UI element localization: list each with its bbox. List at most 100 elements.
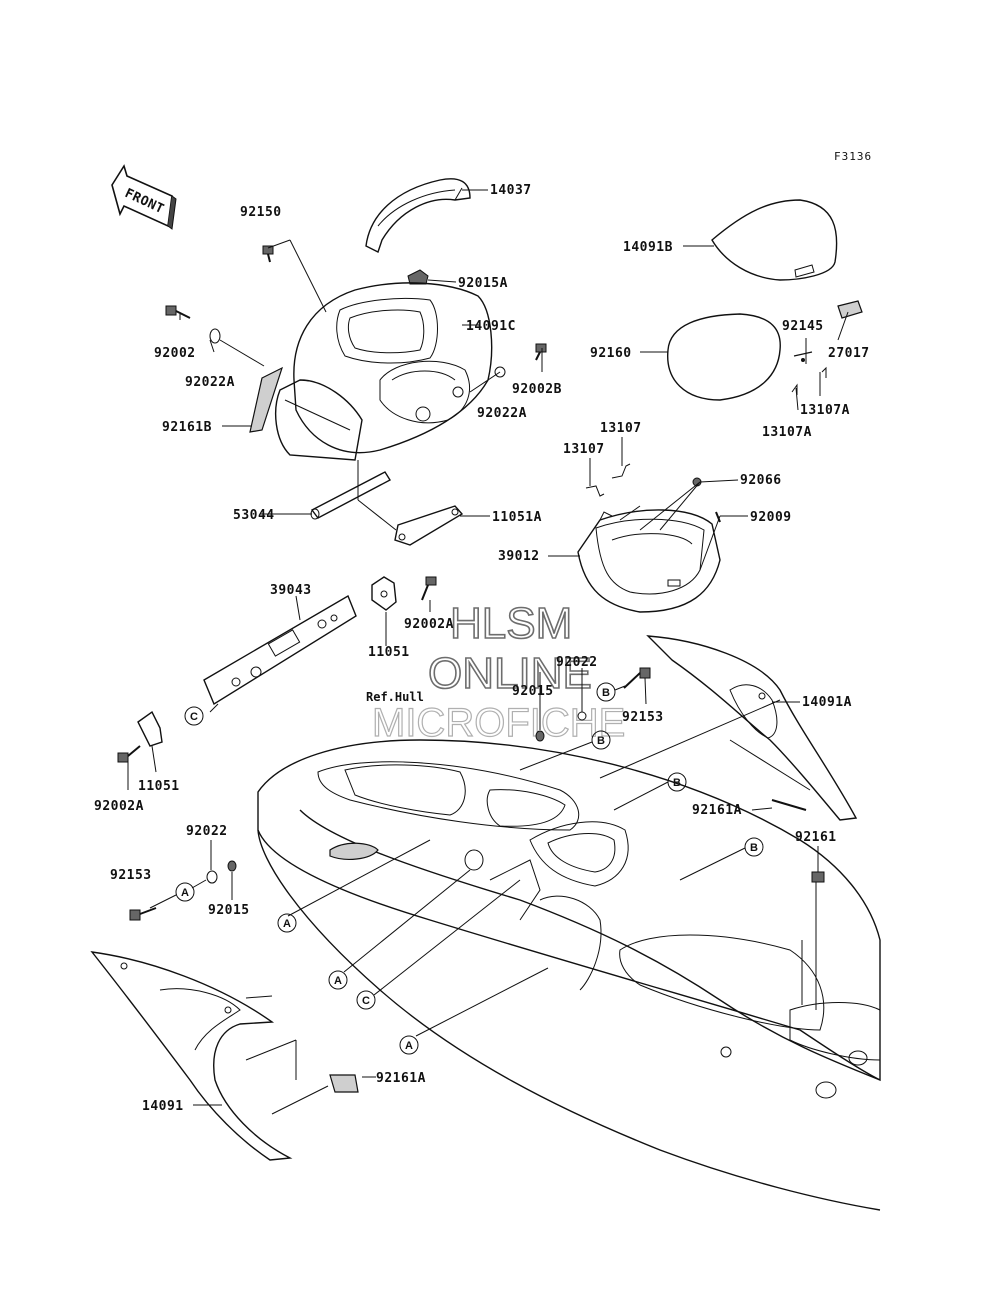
part-label-92161A-1: 92161A — [692, 803, 742, 818]
part-label-13107A-1: 13107A — [800, 403, 850, 418]
callout-circle-c2: C — [356, 990, 376, 1010]
reference-label: Ref.Hull — [366, 690, 424, 704]
svg-text:A: A — [405, 1040, 413, 1052]
part-92015-drawing-1 — [535, 730, 545, 742]
part-label-92161: 92161 — [795, 830, 837, 845]
part-label-14037: 14037 — [490, 183, 532, 198]
callout-circle-b1: B — [596, 682, 616, 702]
watermark: HLSM ONLINE MICROFICHE — [371, 598, 626, 745]
callout-circle-a3: A — [399, 1035, 419, 1055]
watermark-line1: HLSM — [450, 599, 572, 648]
part-92022A-drawing-2 — [494, 366, 506, 378]
part-92153-drawing-1 — [623, 667, 651, 689]
part-label-11051A: 11051A — [492, 510, 542, 525]
part-label-92161B: 92161B — [162, 420, 212, 435]
part-label-13107A-2: 13107A — [762, 425, 812, 440]
part-label-92150: 92150 — [240, 205, 282, 220]
part-27017-drawing — [837, 300, 863, 319]
part-label-92002: 92002 — [154, 346, 196, 361]
part-11051-drawing-1 — [371, 576, 397, 611]
part-92145-drawing — [793, 351, 813, 362]
part-92161A-drawing-1 — [771, 799, 807, 811]
part-label-92022-2: 92022 — [186, 824, 228, 839]
part-label-14091: 14091 — [142, 1099, 184, 1114]
part-label-14091B: 14091B — [623, 240, 673, 255]
part-label-13107-2: 13107 — [563, 442, 605, 457]
part-92015-drawing-2 — [227, 860, 237, 872]
part-39012-drawing — [577, 477, 721, 613]
part-label-92002B: 92002B — [512, 382, 562, 397]
diagram-code: F3136 — [834, 150, 872, 163]
part-labels: 14037 92150 92015A 14091B 92002 14091C 9… — [94, 183, 870, 1114]
part-label-92022A-1: 92022A — [185, 375, 235, 390]
part-label-92015-1: 92015 — [512, 684, 554, 699]
hull-drawing — [257, 739, 881, 1211]
part-14091C-drawing — [275, 282, 493, 461]
part-92002A-drawing-1 — [421, 576, 437, 601]
part-92161A-drawing-2 — [329, 1074, 359, 1093]
callout-circle-b3: B — [667, 772, 687, 792]
part-92002A-drawing-2 — [117, 745, 141, 763]
part-label-27017: 27017 — [828, 346, 870, 361]
part-label-11051-2: 11051 — [138, 779, 180, 794]
part-label-92015-2: 92015 — [208, 903, 250, 918]
svg-text:B: B — [602, 687, 610, 699]
callout-circle-b4: B — [744, 837, 764, 857]
callout-circle-a4: A — [175, 882, 195, 902]
part-label-92002A-1: 92002A — [404, 617, 454, 632]
svg-text:C: C — [190, 711, 198, 723]
part-92161-drawing — [811, 871, 825, 883]
part-label-11051-1: 11051 — [368, 645, 410, 660]
part-13107A-drawing — [791, 366, 827, 395]
leader-lines — [127, 189, 849, 1115]
svg-text:B: B — [673, 777, 681, 789]
part-92015A-drawing — [407, 269, 429, 285]
part-14091-drawing — [90, 951, 293, 1161]
svg-text:B: B — [597, 735, 605, 747]
callout-circle-c1: C — [184, 706, 204, 726]
watermark-line2: ONLINE — [428, 649, 592, 698]
part-label-92161A-2: 92161A — [376, 1071, 426, 1086]
part-label-92002A-2: 92002A — [94, 799, 144, 814]
callout-circle-b2: B — [591, 730, 611, 750]
part-14091A-drawing — [646, 635, 858, 821]
part-label-14091A: 14091A — [802, 695, 852, 710]
svg-text:A: A — [334, 975, 342, 987]
part-92160-drawing — [667, 313, 781, 401]
part-92022A-drawing-1 — [209, 328, 221, 344]
part-14091B-drawing — [711, 199, 838, 281]
part-label-92153-1: 92153 — [622, 710, 664, 725]
front-arrow-icon: FRONT — [111, 164, 177, 230]
svg-text:C: C — [362, 995, 370, 1007]
watermark-line3: MICROFICHE — [372, 701, 625, 745]
part-92150-drawing — [262, 245, 274, 263]
part-label-92066: 92066 — [740, 473, 782, 488]
part-92002-drawing — [165, 305, 191, 319]
part-label-53044: 53044 — [233, 508, 275, 523]
svg-text:A: A — [283, 918, 291, 930]
svg-text:B: B — [750, 842, 758, 854]
part-label-13107-1: 13107 — [600, 421, 642, 436]
part-11051A-drawing — [394, 505, 464, 546]
part-label-92022-1: 92022 — [556, 655, 598, 670]
part-13107-drawing — [585, 463, 631, 497]
callout-circle-a2: A — [328, 970, 348, 990]
part-92153-drawing-2 — [129, 907, 157, 921]
part-92022-drawing-2 — [206, 870, 218, 884]
part-39043-drawing — [203, 594, 357, 706]
part-label-14091C: 14091C — [466, 319, 516, 334]
part-label-92009: 92009 — [750, 510, 792, 525]
part-label-39043: 39043 — [270, 583, 312, 598]
part-14037-drawing — [365, 178, 471, 253]
part-92002B-drawing — [535, 343, 547, 361]
part-label-92145: 92145 — [782, 319, 824, 334]
part-label-92160: 92160 — [590, 346, 632, 361]
part-label-92015A: 92015A — [458, 276, 508, 291]
part-92161B-drawing — [249, 366, 284, 433]
callout-circle-a1: A — [277, 913, 297, 933]
part-11051-drawing-2 — [137, 710, 163, 747]
part-label-39012: 39012 — [498, 549, 540, 564]
part-label-92022A-2: 92022A — [477, 406, 527, 421]
svg-text:A: A — [181, 887, 189, 899]
